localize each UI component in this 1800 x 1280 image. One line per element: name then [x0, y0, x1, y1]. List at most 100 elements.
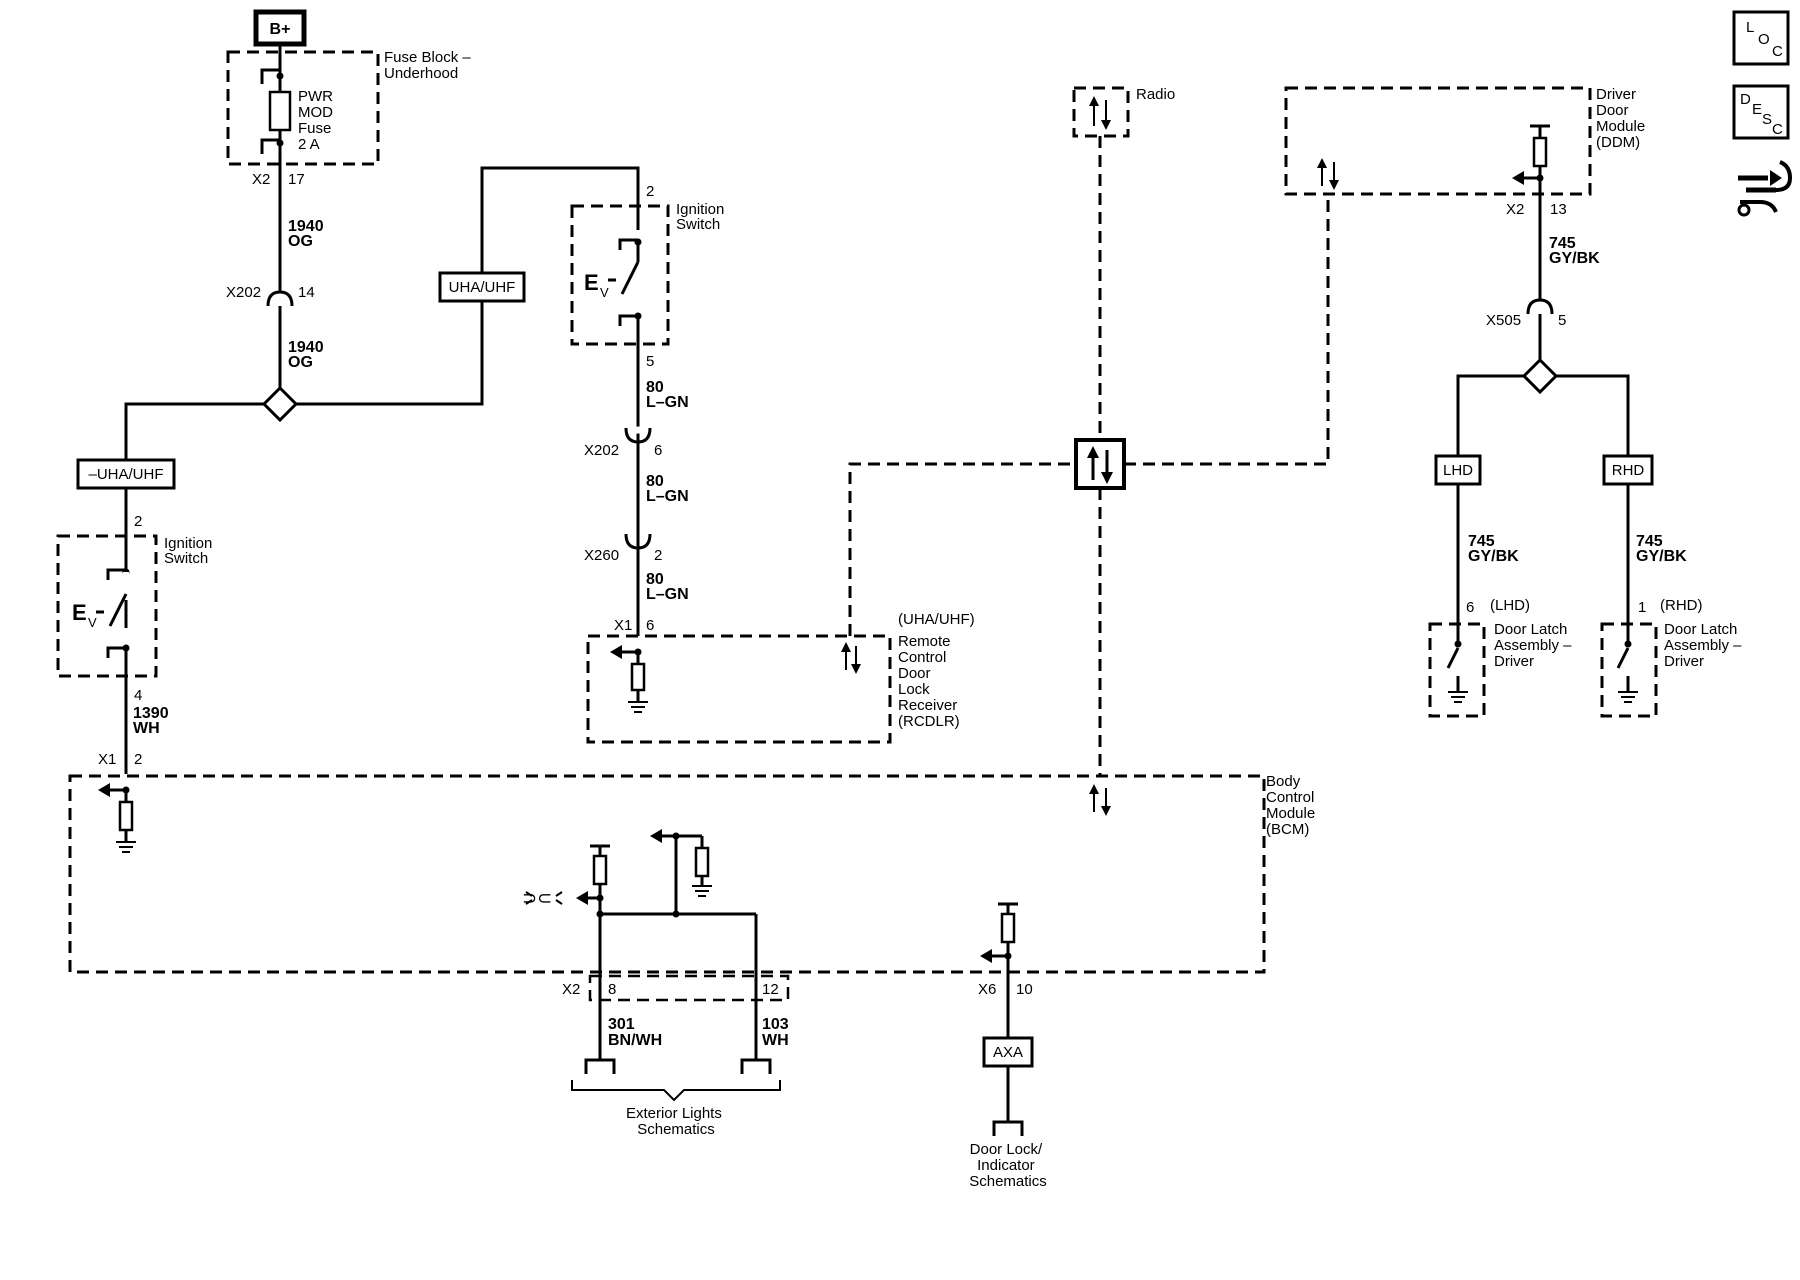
svg-text:17: 17: [288, 171, 305, 188]
svg-text:(LHD): (LHD): [1490, 597, 1530, 614]
door-latch-rhd: 1 (RHD) Door Latch Assembly – Driver: [1600, 597, 1746, 718]
description-icon: D E S C: [1732, 84, 1790, 140]
option-tag-not-uha-uhf: –UHA/UHF: [76, 458, 176, 490]
door-latch-rhd-label: Door Latch Assembly – Driver: [1664, 621, 1746, 670]
bcm-label: Body Control Module (BCM): [1266, 773, 1319, 838]
ddm-label: Driver Door Module (DDM): [1596, 86, 1649, 151]
input-arrow-icon: [980, 949, 992, 963]
serial-data-icon: [1317, 158, 1339, 190]
door-lock-reference: Door Lock/ Indicator Schematics: [969, 1141, 1047, 1190]
serial-data-hub: [1074, 438, 1126, 490]
svg-text:6: 6: [1466, 599, 1474, 616]
fuse-block-underhood: Fuse Block – Underhood PWR MOD Fuse 2 A …: [226, 49, 475, 200]
svg-text:RHD: RHD: [1612, 462, 1645, 479]
resistor-icon: [1000, 912, 1016, 944]
svg-text:X2: X2: [562, 981, 580, 998]
ignition-switch-mid-label: Ignition Switch: [676, 201, 729, 233]
svg-text:E: E: [1752, 101, 1762, 118]
serial-data-icon: [841, 642, 861, 674]
battery-terminal: B+: [253, 9, 307, 47]
svg-text:X6: X6: [978, 981, 996, 998]
wire-745-label-rhd: 745 GY/BK: [1636, 533, 1687, 565]
svg-text:6: 6: [654, 442, 662, 459]
rcdlr-label: Remote Control Door Lock Receiver (RCDLR…: [898, 633, 961, 730]
driver-door-module: Driver Door Module (DDM) X2 13: [1284, 86, 1649, 218]
door-latch-lhd-label: Door Latch Assembly – Driver: [1494, 621, 1576, 670]
svg-text:2: 2: [134, 513, 142, 530]
connector-x202-mid: X202 6: [584, 426, 662, 459]
svg-text:X505: X505: [1486, 312, 1521, 329]
connector-x202-left: X202 14: [226, 284, 315, 307]
body-control-module: Body Control Module (BCM): [68, 773, 1319, 1038]
fuse-block-label: Fuse Block – Underhood: [384, 49, 475, 82]
ground-icon: [1618, 691, 1638, 703]
svg-text:X2: X2: [1506, 201, 1524, 218]
svg-text:–UHA/UHF: –UHA/UHF: [88, 466, 163, 483]
ground-icon: [692, 885, 712, 897]
ignition-switch-mid: Ignition Switch E V 5: [570, 201, 729, 370]
wire-1940-label-a: 1940 OG: [288, 218, 328, 250]
option-tag-uha-uhf: UHA/UHF: [438, 271, 526, 303]
wire-80-label-b: 80 L–GN: [646, 473, 689, 505]
input-arrow-icon: [98, 783, 110, 797]
input-arrow-icon: [650, 829, 662, 843]
ignition-switch-left: 2 Ignition Switch E V 4: [56, 513, 217, 704]
svg-text:2: 2: [134, 751, 142, 768]
svg-text:(RHD): (RHD): [1660, 597, 1703, 614]
wire-745-label-lhd: 745 GY/BK: [1468, 533, 1519, 565]
svg-text:12: 12: [762, 981, 779, 998]
serial-data-icon: [1089, 784, 1111, 816]
svg-text:X1: X1: [614, 617, 632, 634]
svg-text:O: O: [1758, 31, 1770, 48]
svg-text:AXA: AXA: [993, 1044, 1023, 1061]
wire-301-label: 301 BN/WH: [608, 1016, 662, 1049]
svg-text:⊃⊂: ⊃⊂: [522, 888, 552, 908]
reference-bracket: [571, 1080, 781, 1102]
rcdlr-module: X1 6 (UHA/UHF) Remote Control Door Lock …: [586, 611, 975, 744]
svg-text:X202: X202: [584, 442, 619, 459]
ignition-switch-left-label: Ignition Switch: [164, 535, 217, 567]
svg-text:UHA/UHF: UHA/UHF: [449, 279, 516, 296]
resistor-icon: [630, 662, 646, 692]
wire-1940-label-b: 1940 OG: [288, 339, 328, 371]
exterior-lights-reference: Exterior Lights Schematics: [626, 1105, 726, 1138]
wire-80-label-c: 80 L–GN: [646, 571, 689, 603]
svg-text:X2: X2: [252, 171, 270, 188]
svg-text:V: V: [600, 285, 609, 300]
splice-diamond: [1521, 357, 1559, 395]
svg-text:2: 2: [646, 183, 654, 200]
connector-x505: X505 5: [1486, 298, 1566, 329]
svg-text:Radio: Radio: [1136, 86, 1175, 103]
svg-text:C: C: [1772, 43, 1783, 60]
svg-text:X260: X260: [584, 547, 619, 564]
resistor-icon: [694, 846, 710, 878]
wire-745-label-a: 745 GY/BK: [1549, 235, 1600, 267]
svg-text:8: 8: [608, 981, 616, 998]
svg-text:LHD: LHD: [1443, 462, 1473, 479]
bcm-connector-x2: X2 8 12: [562, 974, 790, 1002]
serial-data-icon: [1089, 96, 1111, 130]
svg-text:V: V: [88, 615, 97, 630]
ground-icon: [628, 701, 648, 713]
svg-text:10: 10: [1016, 981, 1033, 998]
resistor-icon: [592, 854, 608, 886]
svg-text:2: 2: [654, 547, 662, 564]
ground-icon: [116, 841, 136, 853]
svg-text:X1: X1: [98, 751, 116, 768]
location-icon: L O C: [1732, 10, 1790, 66]
door-latch-lhd: 6 (LHD) Door Latch Assembly – Driver: [1428, 597, 1576, 718]
svg-text:(UHA/UHF): (UHA/UHF): [898, 611, 975, 628]
radio-module: Radio: [1072, 86, 1175, 138]
svg-text:6: 6: [646, 617, 654, 634]
svg-text:13: 13: [1550, 201, 1567, 218]
resistor-icon: [1532, 136, 1548, 168]
fuse-label: PWR MOD Fuse 2 A: [298, 88, 337, 153]
splice-diamond: [261, 385, 299, 423]
lamp-icon: ⊃⊂: [522, 888, 563, 908]
option-tag-lhd: LHD: [1434, 454, 1482, 486]
svg-text:X202: X202: [226, 284, 261, 301]
input-arrow-icon: [1512, 171, 1524, 185]
input-arrow-icon: [576, 891, 588, 905]
